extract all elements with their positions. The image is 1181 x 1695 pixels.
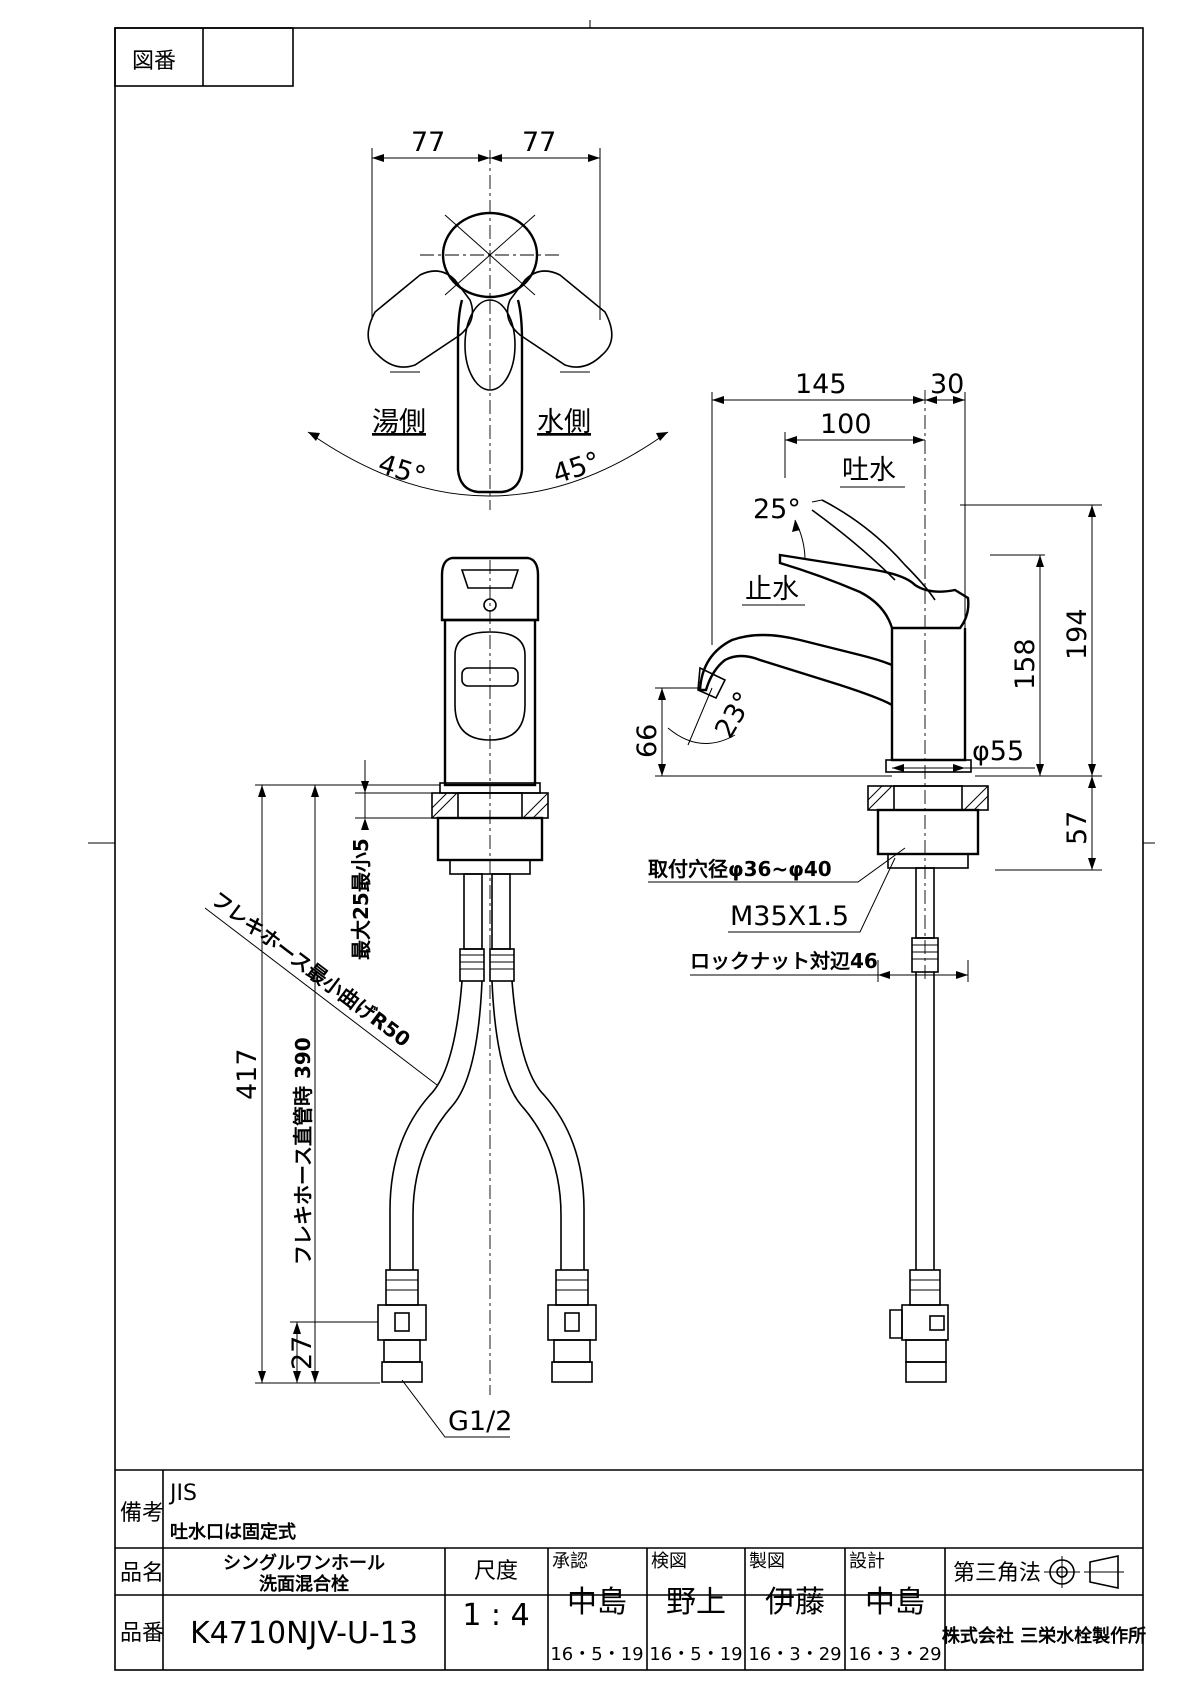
angle-right: 45° — [549, 446, 604, 490]
draw-date: 16・3・29 — [748, 1644, 841, 1665]
design-date: 16・3・29 — [848, 1644, 941, 1665]
top-dim-right: 77 — [522, 127, 556, 158]
product-name-line1: シングルワンホール — [223, 1552, 385, 1574]
check-label: 検図 — [651, 1551, 687, 1572]
hot-side-label: 湯側 — [372, 407, 426, 438]
approve-date: 16・5・19 — [550, 1644, 643, 1665]
locknut-label: ロックナット対辺46 — [690, 949, 878, 973]
hose-straight-length: フレキホース直管時 390 — [291, 1037, 315, 1265]
side-dim-66: 66 — [632, 724, 663, 758]
design-name: 中島 — [865, 1585, 925, 1620]
side-dim-30: 30 — [930, 369, 964, 400]
top-dim-left: 77 — [411, 127, 445, 158]
product-code: K4710NJV-U-13 — [190, 1616, 418, 1651]
draw-name: 伊藤 — [765, 1585, 825, 1620]
side-view: 145 30 100 吐水 25° 止水 194 158 57 — [632, 369, 1102, 1383]
angle-left: 45° — [374, 449, 429, 493]
title-block: 備考 JIS 吐水口は固定式 品名 シングルワンホール 洗面混合栓 品番 K47… — [115, 1469, 1146, 1670]
cold-side-label: 水側 — [537, 407, 591, 438]
side-dim-158: 158 — [1010, 638, 1041, 690]
approve-name: 中島 — [567, 1585, 627, 1620]
hose-bend-radius: フレキホース最小曲げR50 — [207, 887, 415, 1052]
company-name: 株式会社 三栄水栓製作所 — [942, 1625, 1146, 1647]
thread-label: M35X1.5 — [730, 901, 849, 932]
projection-label: 第三角法 — [953, 1561, 1041, 1586]
angle-25: 25° — [753, 494, 801, 525]
dim-27: 27 — [287, 1336, 318, 1370]
side-dim-100: 100 — [820, 409, 872, 440]
product-name-label: 品名 — [120, 1561, 164, 1586]
product-name-line2: 洗面混合栓 — [259, 1573, 349, 1595]
product-code-label: 品番 — [120, 1621, 164, 1646]
g-thread-label: G1/2 — [448, 1406, 512, 1437]
scale-label: 尺度 — [474, 1559, 518, 1584]
notes-label: 備考 — [120, 1501, 164, 1526]
note-jis: JIS — [168, 1481, 197, 1506]
close-label: 止水 — [745, 574, 799, 605]
side-dim-194: 194 — [1062, 608, 1093, 660]
top-view: 77 77 湯側 水側 45° 45° — [307, 127, 669, 510]
drawing-frame — [114, 27, 1144, 1671]
approve-label: 承認 — [552, 1551, 588, 1572]
side-dim-145: 145 — [795, 369, 847, 400]
scale-value: 1 : 4 — [462, 1598, 529, 1633]
design-label: 設計 — [849, 1551, 885, 1572]
mount-hole-label: 取付穴径φ36~φ40 — [648, 857, 832, 881]
dim-417: 417 — [232, 1048, 263, 1100]
note-spout: 吐水口は固定式 — [170, 1521, 296, 1543]
drawing-number-label: 図番 — [132, 49, 176, 74]
side-dim-57: 57 — [1062, 811, 1093, 845]
check-date: 16・5・19 — [649, 1644, 742, 1665]
diameter-55: φ55 — [972, 736, 1024, 767]
drawing-number-box — [114, 27, 294, 87]
draw-label: 製図 — [749, 1551, 785, 1572]
dim-max25-min5: 最大25最小5 — [349, 838, 373, 960]
check-name: 野上 — [666, 1585, 726, 1620]
front-view: 最大25最小5 417 フレキホース直管時 390 27 フレキホース最小曲げR… — [204, 556, 597, 1438]
open-label: 吐水 — [842, 455, 896, 486]
third-angle-symbol-icon — [1044, 1555, 1124, 1589]
